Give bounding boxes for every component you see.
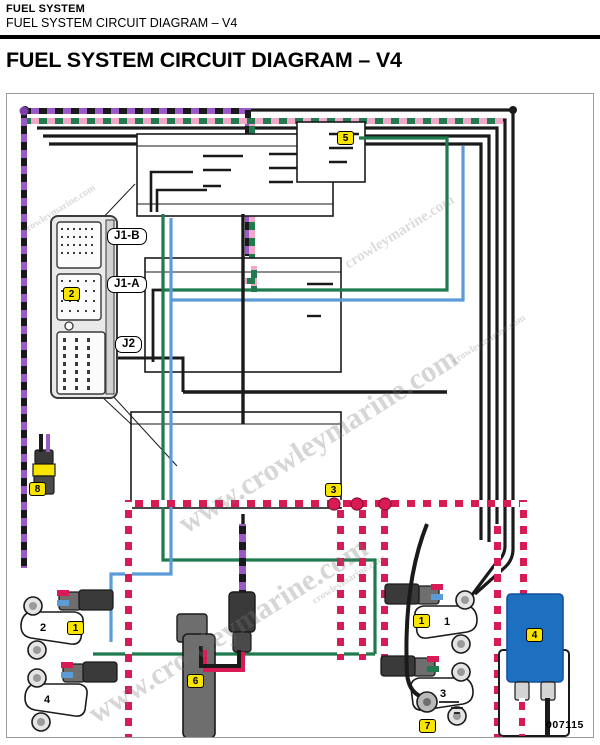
cylinder-label-1: 1: [444, 616, 451, 628]
connector-tag-j1b[interactable]: J1-B: [107, 228, 147, 245]
wire-green: [93, 136, 449, 656]
injector-right-upper: [384, 583, 478, 654]
connector-tag-j1a[interactable]: J1-A: [107, 276, 147, 293]
circuit-diagram-canvas: [19, 106, 570, 737]
callout-badge-8[interactable]: 8: [29, 482, 46, 496]
cylinder-label-2: 2: [40, 622, 47, 634]
page-title: FUEL SYSTEM CIRCUIT DIAGRAM – V4: [6, 48, 402, 72]
callout-badge-3[interactable]: 3: [325, 483, 342, 497]
figure-number: 007115: [545, 719, 584, 731]
wire-purple-drop: [239, 524, 246, 632]
harness-node-right: [509, 106, 517, 114]
callout-badge-1-right[interactable]: 1: [413, 614, 430, 628]
header-divider: [0, 35, 600, 39]
connector-tag-j2[interactable]: J2: [115, 336, 143, 353]
page-header: FUEL SYSTEM FUEL SYSTEM CIRCUIT DIAGRAM …: [0, 0, 600, 80]
callout-badge-7[interactable]: 6: [187, 674, 204, 688]
injector-left-upper: [20, 589, 114, 660]
header-subsection: FUEL SYSTEM CIRCUIT DIAGRAM – V4: [6, 16, 238, 30]
callout-badge-5[interactable]: 7: [419, 719, 436, 733]
ecu-module: [50, 215, 118, 399]
ground-point: [404, 523, 463, 714]
junction-nodes: [327, 497, 392, 511]
callout-badge-4[interactable]: 4: [526, 628, 543, 642]
connector-block-aux6: [296, 121, 366, 183]
connector-block-j2: [81, 356, 342, 509]
cylinder-label-3: 3: [440, 688, 447, 700]
callout-badge-2[interactable]: 2: [63, 287, 80, 301]
vst-module: [498, 593, 570, 737]
injector-left-lower: [24, 661, 118, 732]
injector-right-lower: [380, 655, 474, 726]
circuit-diagram-frame: J1-B J1-A J2 2 4 1 3 2 5 3 8 1 1 6 4 7 0…: [6, 93, 594, 738]
callout-badge-1-left[interactable]: 1: [67, 621, 84, 635]
header-section: FUEL SYSTEM: [6, 3, 86, 15]
fuel-pump-module: [176, 591, 256, 737]
cylinder-label-4: 4: [44, 694, 51, 706]
callout-badge-6[interactable]: 5: [337, 131, 354, 145]
